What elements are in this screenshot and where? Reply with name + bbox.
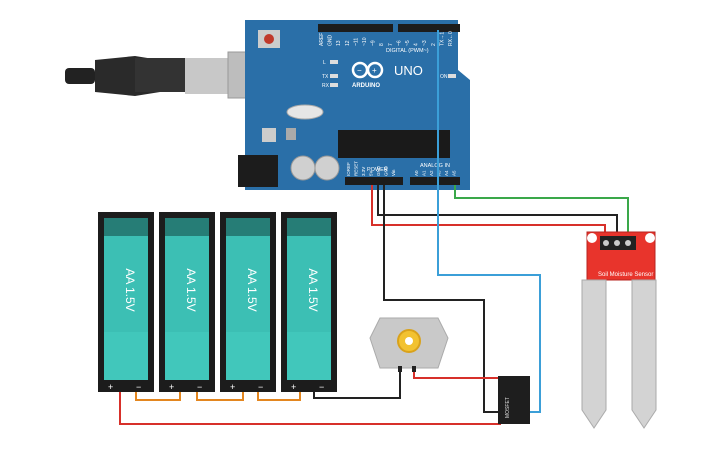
sensor-probe-left [581, 279, 607, 429]
wire-motor-to-battery [313, 370, 401, 399]
dc-power-jack [238, 155, 278, 187]
power-pin-label: 3.3V [361, 167, 366, 176]
digital-pin-label: 4 [414, 43, 420, 46]
digital-pin-label: ~11 [353, 38, 359, 46]
battery-minus-label: − [319, 382, 324, 392]
power-pin-label: IOREF [346, 162, 351, 176]
battery-plus-label: + [230, 382, 235, 392]
battery-minus-label: − [197, 382, 202, 392]
wire-gnd-to-mosfet [383, 185, 500, 413]
wire-gnd-to-sensor [377, 185, 618, 240]
svg-text:RX: RX [322, 83, 330, 89]
analog-pin-label: A5 [452, 170, 457, 176]
power-pin-label: GND [384, 165, 389, 176]
digital-header-label: DIGITAL (PWM~) [386, 48, 429, 54]
wire-a0-to-sensor [454, 185, 629, 240]
digital-pin-label: TX→1 [439, 32, 445, 46]
svg-text:−: − [357, 66, 362, 75]
digital-pin-label: 13 [336, 40, 342, 46]
battery-label: AA 1.5V [123, 268, 137, 311]
svg-text:TX: TX [322, 74, 329, 80]
analog-pin-label: A2 [429, 170, 434, 176]
power-pin-label: GND [376, 165, 381, 176]
atmega-chip [338, 130, 450, 158]
digital-pin-label: 7 [388, 43, 394, 46]
digital-pin-label: 8 [379, 43, 385, 46]
battery-cell: AA 1.5V + − [159, 212, 215, 392]
dc-motor [369, 317, 449, 372]
digital-pin-label: AREF [319, 33, 325, 46]
wire-motor-to-mosfet [413, 370, 508, 379]
digital-pin-label: ~9 [371, 40, 377, 46]
svg-text:L: L [323, 60, 326, 66]
battery-cell: AA 1.5V + − [220, 212, 276, 392]
power-pin-label: 5V [369, 170, 374, 176]
battery-label: AA 1.5V [306, 268, 320, 311]
sensor-label: Soil Moisture Sensor [598, 272, 653, 278]
wire-pin3-to-mosfet [437, 30, 541, 413]
digital-header-right [398, 24, 460, 32]
mosfet-module: MOSFET [498, 376, 530, 424]
digital-pin-label: ~3 [422, 40, 428, 46]
battery-minus-label: − [258, 382, 263, 392]
analog-pin-label: A0 [414, 170, 419, 176]
digital-pin-label: ~6 [396, 40, 402, 46]
battery-minus-label: − [136, 382, 141, 392]
arduino-model: UNO [394, 63, 423, 78]
soil-moisture-sensor: Soil Moisture Sensor [581, 231, 657, 429]
power-pin-label: RESET [354, 161, 359, 176]
battery-plus-label: + [108, 382, 113, 392]
battery-label: AA 1.5V [184, 268, 198, 311]
analog-header [410, 177, 460, 185]
arduino-brand: ARDUINO [352, 83, 380, 89]
digital-pin-label: 12 [345, 40, 351, 46]
wire-5v-to-sensor [371, 185, 606, 240]
analog-pin-label: A1 [422, 170, 427, 176]
wire-battery-to-mosfet [119, 392, 501, 425]
arduino-logo: − + [351, 61, 384, 79]
mosfet-label: MOSFET [505, 397, 511, 418]
svg-text:ON: ON [440, 74, 448, 80]
digital-header-left [318, 24, 393, 32]
usb-cable [65, 51, 271, 99]
analog-pin-label: A4 [444, 170, 449, 176]
power-header [345, 177, 403, 185]
digital-pin-label: GND [328, 35, 334, 47]
digital-pin-label: 2 [431, 43, 437, 46]
battery-plus-label: + [169, 382, 174, 392]
digital-pin-label: ~5 [405, 40, 411, 46]
battery-pack: AA 1.5V + − AA 1.5V + − AA 1.5V + − AA 1.5V + − [98, 212, 337, 392]
battery-cell: AA 1.5V + − [98, 212, 154, 392]
svg-text:+: + [372, 66, 377, 75]
battery-plus-label: + [291, 382, 296, 392]
digital-pin-label: ~10 [362, 37, 368, 46]
analog-header-label: ANALOG IN [420, 163, 450, 169]
battery-label: AA 1.5V [245, 268, 259, 311]
digital-pin-label: RX←0 [448, 31, 454, 46]
sensor-probe-right [631, 279, 657, 429]
led-indicators: L TX RX ON [322, 60, 456, 89]
power-pin-label: Vin [391, 169, 396, 176]
battery-cell: AA 1.5V + − [281, 212, 337, 392]
power-header-label: POWER [367, 167, 388, 173]
